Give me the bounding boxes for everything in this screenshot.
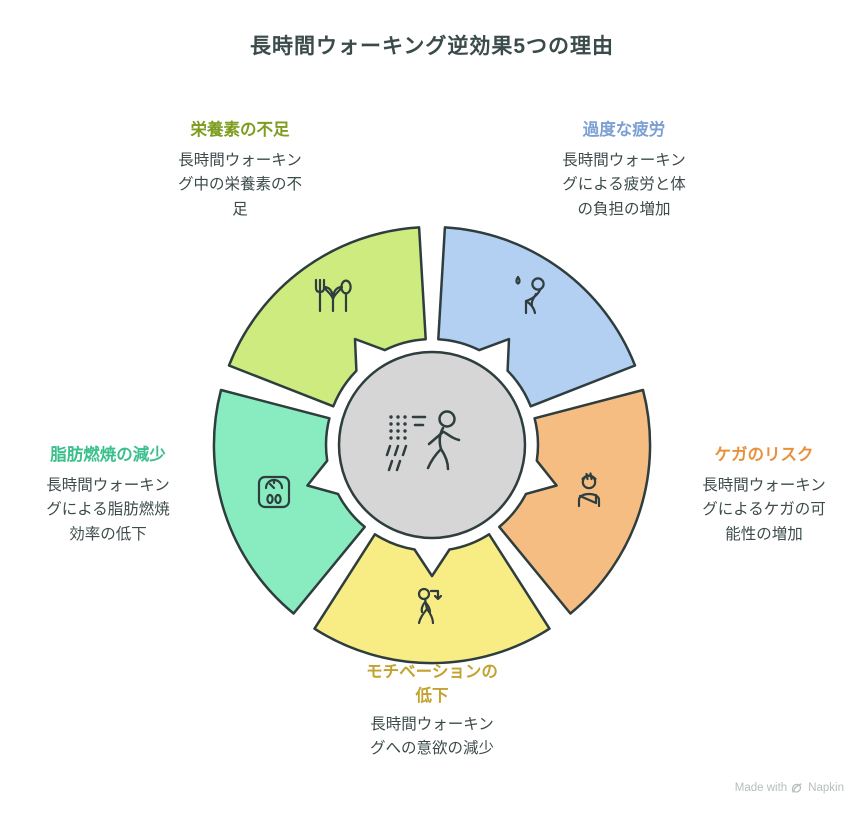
callout-heading: 過度な疲労 bbox=[582, 121, 666, 139]
callout-fatigue: 過度な疲労 長時間ウォーキングによる疲労と体の負担の増加 bbox=[536, 116, 712, 222]
callout-heading: ケガのリスク bbox=[714, 446, 814, 464]
diagram-title: 長時間ウォーキング逆効果5つの理由 bbox=[249, 35, 615, 58]
callout-description: 長時間ウォーキング中の栄養素の不足 bbox=[177, 152, 302, 218]
walker-in-rain-icon bbox=[385, 410, 461, 472]
callout-description: 長時間ウォーキングによる脂肪燃焼効率の低下 bbox=[46, 477, 170, 543]
watermark-prefix: Made with bbox=[734, 782, 788, 794]
callout-description: 長時間ウォーキングへの意欲の減少 bbox=[369, 716, 494, 758]
segment-fatigue bbox=[437, 226, 637, 408]
segment-nutrition bbox=[227, 226, 427, 408]
walking-person-icon bbox=[417, 587, 443, 625]
segment-motivation bbox=[313, 533, 551, 665]
callout-description: 長時間ウォーキングによる疲労と体の負担の増加 bbox=[562, 152, 686, 218]
callout-heading: 栄養素の不足 bbox=[190, 121, 290, 139]
center-circle bbox=[337, 350, 527, 540]
callout-injury: ケガのリスク 長時間ウォーキングによるケガの可能性の増加 bbox=[676, 441, 852, 547]
rain-dots bbox=[389, 415, 407, 440]
callout-nutrition: 栄養素の不足 長時間ウォーキング中の栄養素の不足 bbox=[152, 116, 328, 222]
callout-motivation: モチベーションの低下 長時間ウォーキングへの意欲の減少 bbox=[344, 658, 520, 762]
callout-description: 長時間ウォーキングによるケガの可能性の増加 bbox=[702, 477, 826, 543]
injured-person-icon bbox=[577, 472, 601, 508]
tired-person-icon bbox=[515, 275, 545, 315]
utensils-icon bbox=[314, 278, 352, 313]
callout-fat-burning: 脂肪燃焼の減少 長時間ウォーキングによる脂肪燃焼効率の低下 bbox=[20, 441, 196, 547]
segment-injury bbox=[498, 388, 652, 615]
callout-heading: モチベーションの低下 bbox=[366, 663, 498, 705]
callout-heading: 脂肪燃焼の減少 bbox=[50, 446, 166, 464]
weight-scale-icon bbox=[257, 475, 291, 509]
watermark-brand: Napkin bbox=[808, 782, 844, 794]
napkin-watermark: Made with Napkin bbox=[735, 782, 844, 794]
napkin-logo-icon bbox=[792, 783, 802, 793]
